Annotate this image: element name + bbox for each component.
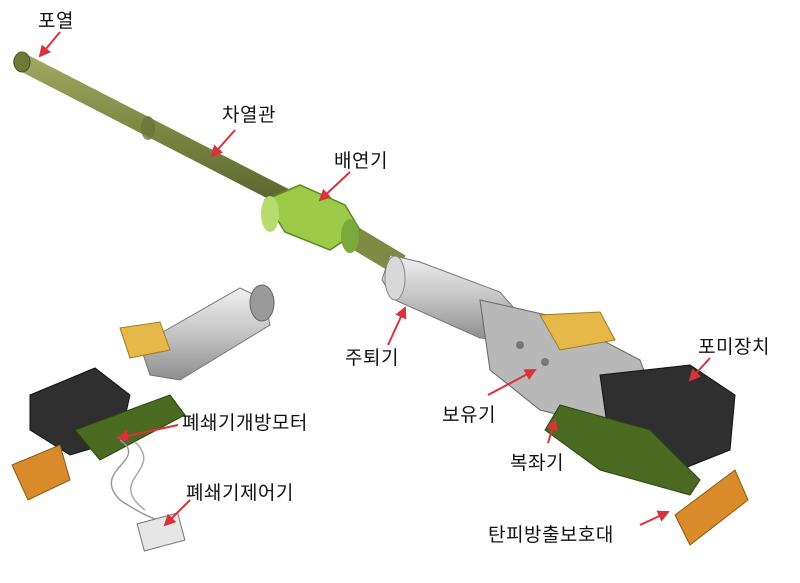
label-breech-opening-motor: 폐쇄기개방모터 bbox=[182, 412, 308, 434]
label-arrows bbox=[38, 31, 711, 527]
label-case-deflector: 탄피방출보호대 bbox=[488, 524, 614, 546]
breech-assembly bbox=[479, 299, 749, 546]
label-barrel-tube: 차열관 bbox=[222, 104, 276, 126]
label-recoil-buffer: 복좌기 bbox=[510, 452, 564, 474]
label-recuperator: 보유기 bbox=[442, 404, 496, 426]
label-bore-evacuator: 배연기 bbox=[334, 150, 388, 172]
bore-evacuator bbox=[261, 184, 362, 253]
label-recoil-mechanism: 주퇴기 bbox=[345, 347, 399, 369]
label-muzzle: 포열 bbox=[38, 10, 74, 32]
label-breech-controller: 폐쇄기제어기 bbox=[186, 482, 294, 504]
label-breech-mechanism: 포미장치 bbox=[698, 336, 770, 358]
